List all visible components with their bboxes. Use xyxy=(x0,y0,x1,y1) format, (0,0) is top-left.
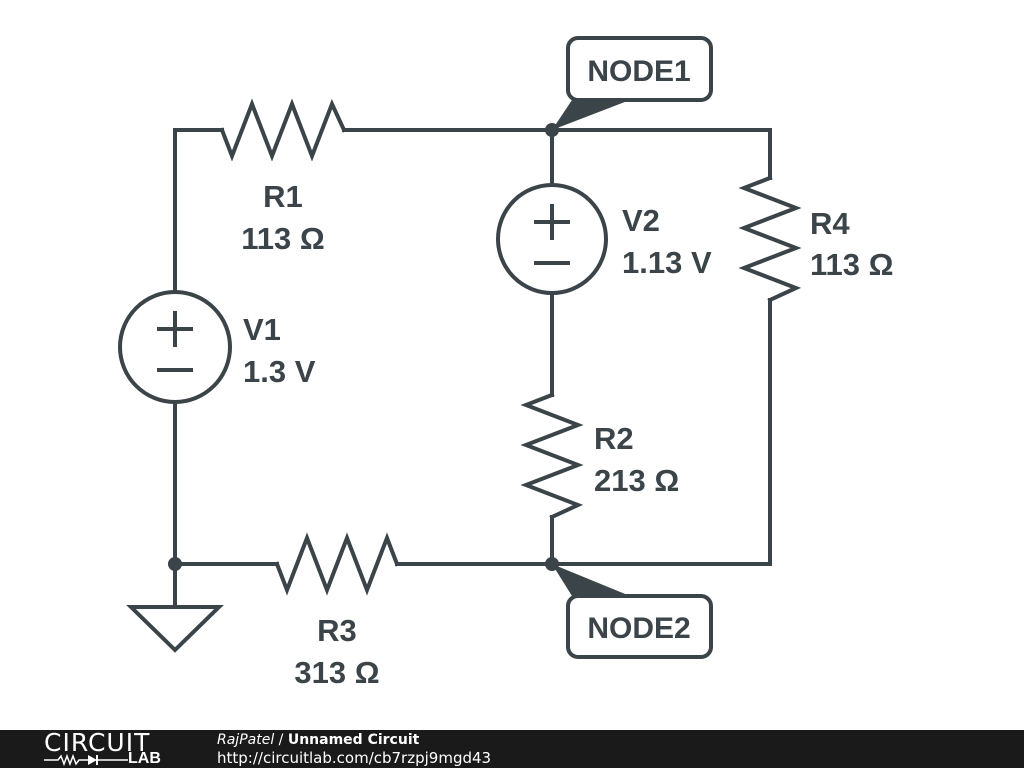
ground-icon xyxy=(126,605,224,653)
resistor-r4[interactable] xyxy=(738,175,802,303)
circuit-url-link[interactable]: http://circuitlab.com/cb7rzpj9mgd43 xyxy=(217,749,492,767)
author-link[interactable]: RajPatel xyxy=(217,732,275,748)
junction-ground xyxy=(168,557,182,571)
v2-value: 1.13 V xyxy=(622,245,712,280)
voltage-source-v2[interactable] xyxy=(496,183,608,295)
v1-name: V1 xyxy=(243,312,281,347)
v1-value: 1.3 V xyxy=(243,354,316,389)
resistor-r2[interactable] xyxy=(520,392,584,520)
r2-name: R2 xyxy=(594,421,634,456)
r2-value: 213 Ω xyxy=(594,463,679,498)
byline-separator: / xyxy=(274,732,288,748)
node2-label[interactable]: NODE2 xyxy=(552,564,713,659)
logo-lab-text: LAB xyxy=(128,750,161,767)
node1-text: NODE1 xyxy=(587,55,690,88)
r3-name: R3 xyxy=(317,613,357,648)
footer-bar: CIRCUIT LAB RajPatel / Unnamed Circuit h… xyxy=(0,730,1024,768)
r1-name: R1 xyxy=(263,179,303,214)
node2-text: NODE2 xyxy=(587,612,690,645)
node1-label[interactable]: NODE1 xyxy=(552,36,713,130)
circuit-schematic: R1 113 Ω R3 313 Ω R2 213 Ω R4 113 Ω V1 1… xyxy=(118,36,893,690)
circuit-title: Unnamed Circuit xyxy=(287,732,420,748)
circuit-byline: RajPatel / Unnamed Circuit xyxy=(217,732,419,749)
r4-name: R4 xyxy=(810,206,850,241)
r4-value: 113 Ω xyxy=(810,247,893,282)
resistor-diode-logo-icon xyxy=(44,754,128,766)
wires xyxy=(173,128,772,609)
r1-value: 113 Ω xyxy=(241,221,324,256)
voltage-source-v1[interactable] xyxy=(118,290,232,404)
logo-circuit-text: CIRCUIT xyxy=(44,728,151,757)
resistor-r3[interactable] xyxy=(274,532,400,596)
wire-left-top xyxy=(173,128,224,294)
r3-value: 313 Ω xyxy=(294,655,379,690)
v2-name: V2 xyxy=(622,203,660,238)
wire-right-bottom xyxy=(395,298,772,566)
wire-top xyxy=(342,128,772,180)
resistor-r1[interactable] xyxy=(219,98,347,162)
